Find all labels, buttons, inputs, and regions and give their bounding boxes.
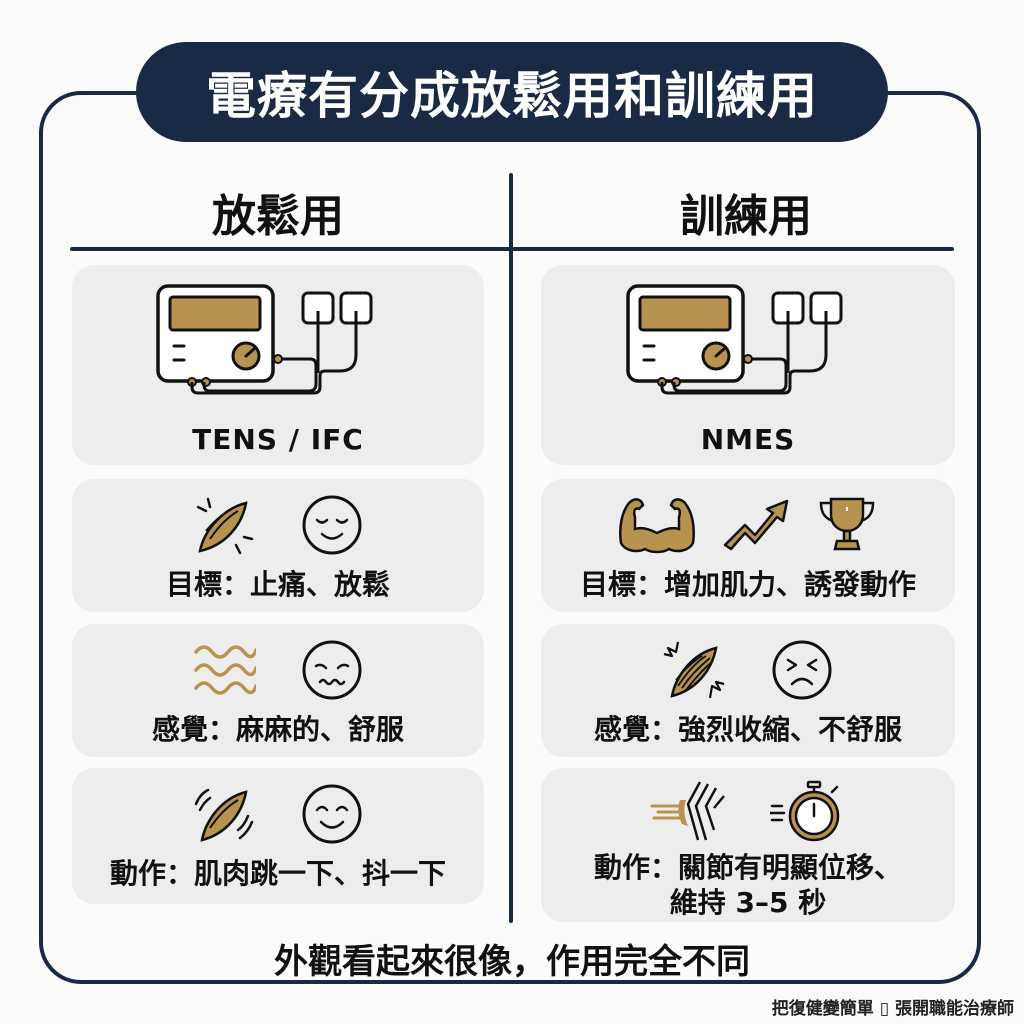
title-banner: 電療有分成放鬆用和訓練用 [136,42,888,142]
uneasy-face-icon [302,640,362,700]
column-heading-training: 訓練用 [680,191,812,242]
action-label-training-line2: 維持 3–5 秒 [669,886,827,919]
goal-card-training: 目標：增加肌力、誘發動作 [541,479,955,612]
goal-label-relax: 目標：止痛、放鬆 [165,568,390,601]
electrotherapy-device-icon [626,284,843,395]
smiling-face-icon [302,784,362,844]
heading-rule [70,247,954,251]
action-label-training-line1: 動作：關節有明顯位移、 [593,851,902,884]
contracting-muscle-icon [663,641,725,699]
action-card-training: 動作：關節有明顯位移、 維持 3–5 秒 [541,768,955,922]
feeling-label-training: 感覺：強烈收縮、不舒服 [593,713,902,746]
goal-label-training: 目標：增加肌力、誘發動作 [579,568,916,601]
trophy-icon [819,497,875,551]
feeling-card-relax: 感覺：麻麻的、舒服 [72,624,484,757]
twitching-muscle-icon [194,788,254,842]
device-label-training: NMES [700,423,796,456]
feeling-card-training: 感覺：強烈收縮、不舒服 [541,624,955,757]
trending-up-arrow-icon [723,499,789,551]
electrotherapy-device-icon [156,284,373,395]
column-heading-relax: 放鬆用 [212,191,344,242]
device-card-training: NMES [541,265,955,465]
flexed-arm-icon [619,498,695,554]
moving-joint-icon [650,781,725,841]
feeling-label-relax: 感覺：麻麻的、舒服 [151,713,404,746]
distressed-face-icon [772,640,832,700]
summary-footer: 外觀看起來很像，作用完全不同 [274,942,750,982]
stopwatch-icon [770,780,840,842]
page-title: 電療有分成放鬆用和訓練用 [206,67,818,125]
device-label-relax: TENS / IFC [192,423,364,456]
goal-card-relax: 目標：止痛、放鬆 [72,479,484,612]
author-credit: 把復健變簡單 ▯ 張開職能治療師 [771,999,1014,1019]
relaxed-muscle-icon [196,497,254,555]
calm-face-icon [302,495,362,555]
column-divider [509,173,513,923]
tingling-waves-icon [194,645,256,695]
action-label-relax: 動作：肌肉跳一下、抖一下 [109,857,446,890]
action-card-relax: 動作：肌肉跳一下、抖一下 [72,768,484,904]
device-card-relax: TENS / IFC [72,265,484,465]
action-label-training: 動作：關節有明顯位移、 維持 3–5 秒 [594,850,902,920]
